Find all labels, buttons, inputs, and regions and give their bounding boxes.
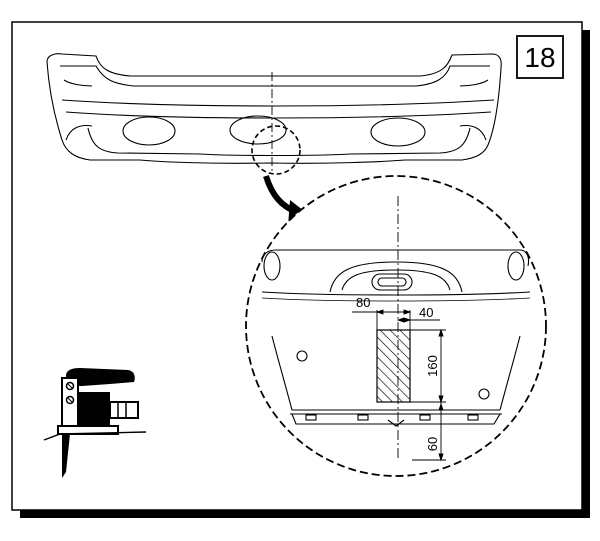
jigsaw-icon [43, 368, 147, 478]
dimension-height-bottom: 60 [425, 437, 440, 451]
bumper-overview [46, 53, 502, 164]
step-number: 18 [524, 42, 555, 73]
detail-view [261, 249, 531, 427]
dimension-width-a: 80 [356, 295, 370, 310]
dimension-lines [352, 309, 446, 462]
detail-source-circle [251, 125, 301, 175]
cutout-area [376, 329, 411, 403]
dimension-width-b: 40 [419, 305, 433, 320]
step-number-badge: 18 [516, 35, 564, 79]
detail-circle-icon [245, 175, 547, 477]
dimension-height-cut: 160 [425, 355, 440, 377]
